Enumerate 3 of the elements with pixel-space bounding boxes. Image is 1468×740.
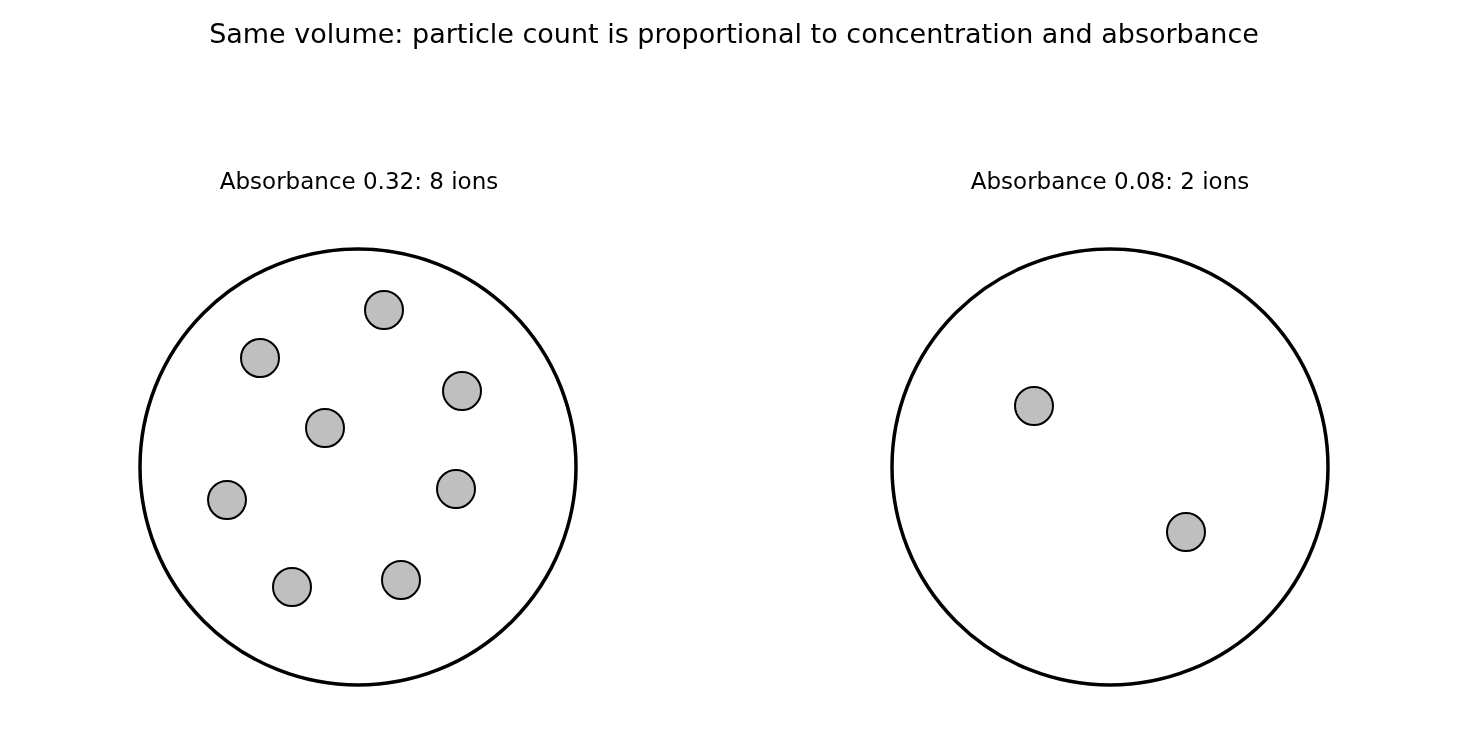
panel-heading: Absorbance 0.08: 2 ions xyxy=(969,168,1251,194)
diagram-title: Same volume: particle count is proportional to concentration and absorbance xyxy=(208,18,1260,49)
panel-heading: Absorbance 0.32: 8 ions xyxy=(218,168,500,194)
